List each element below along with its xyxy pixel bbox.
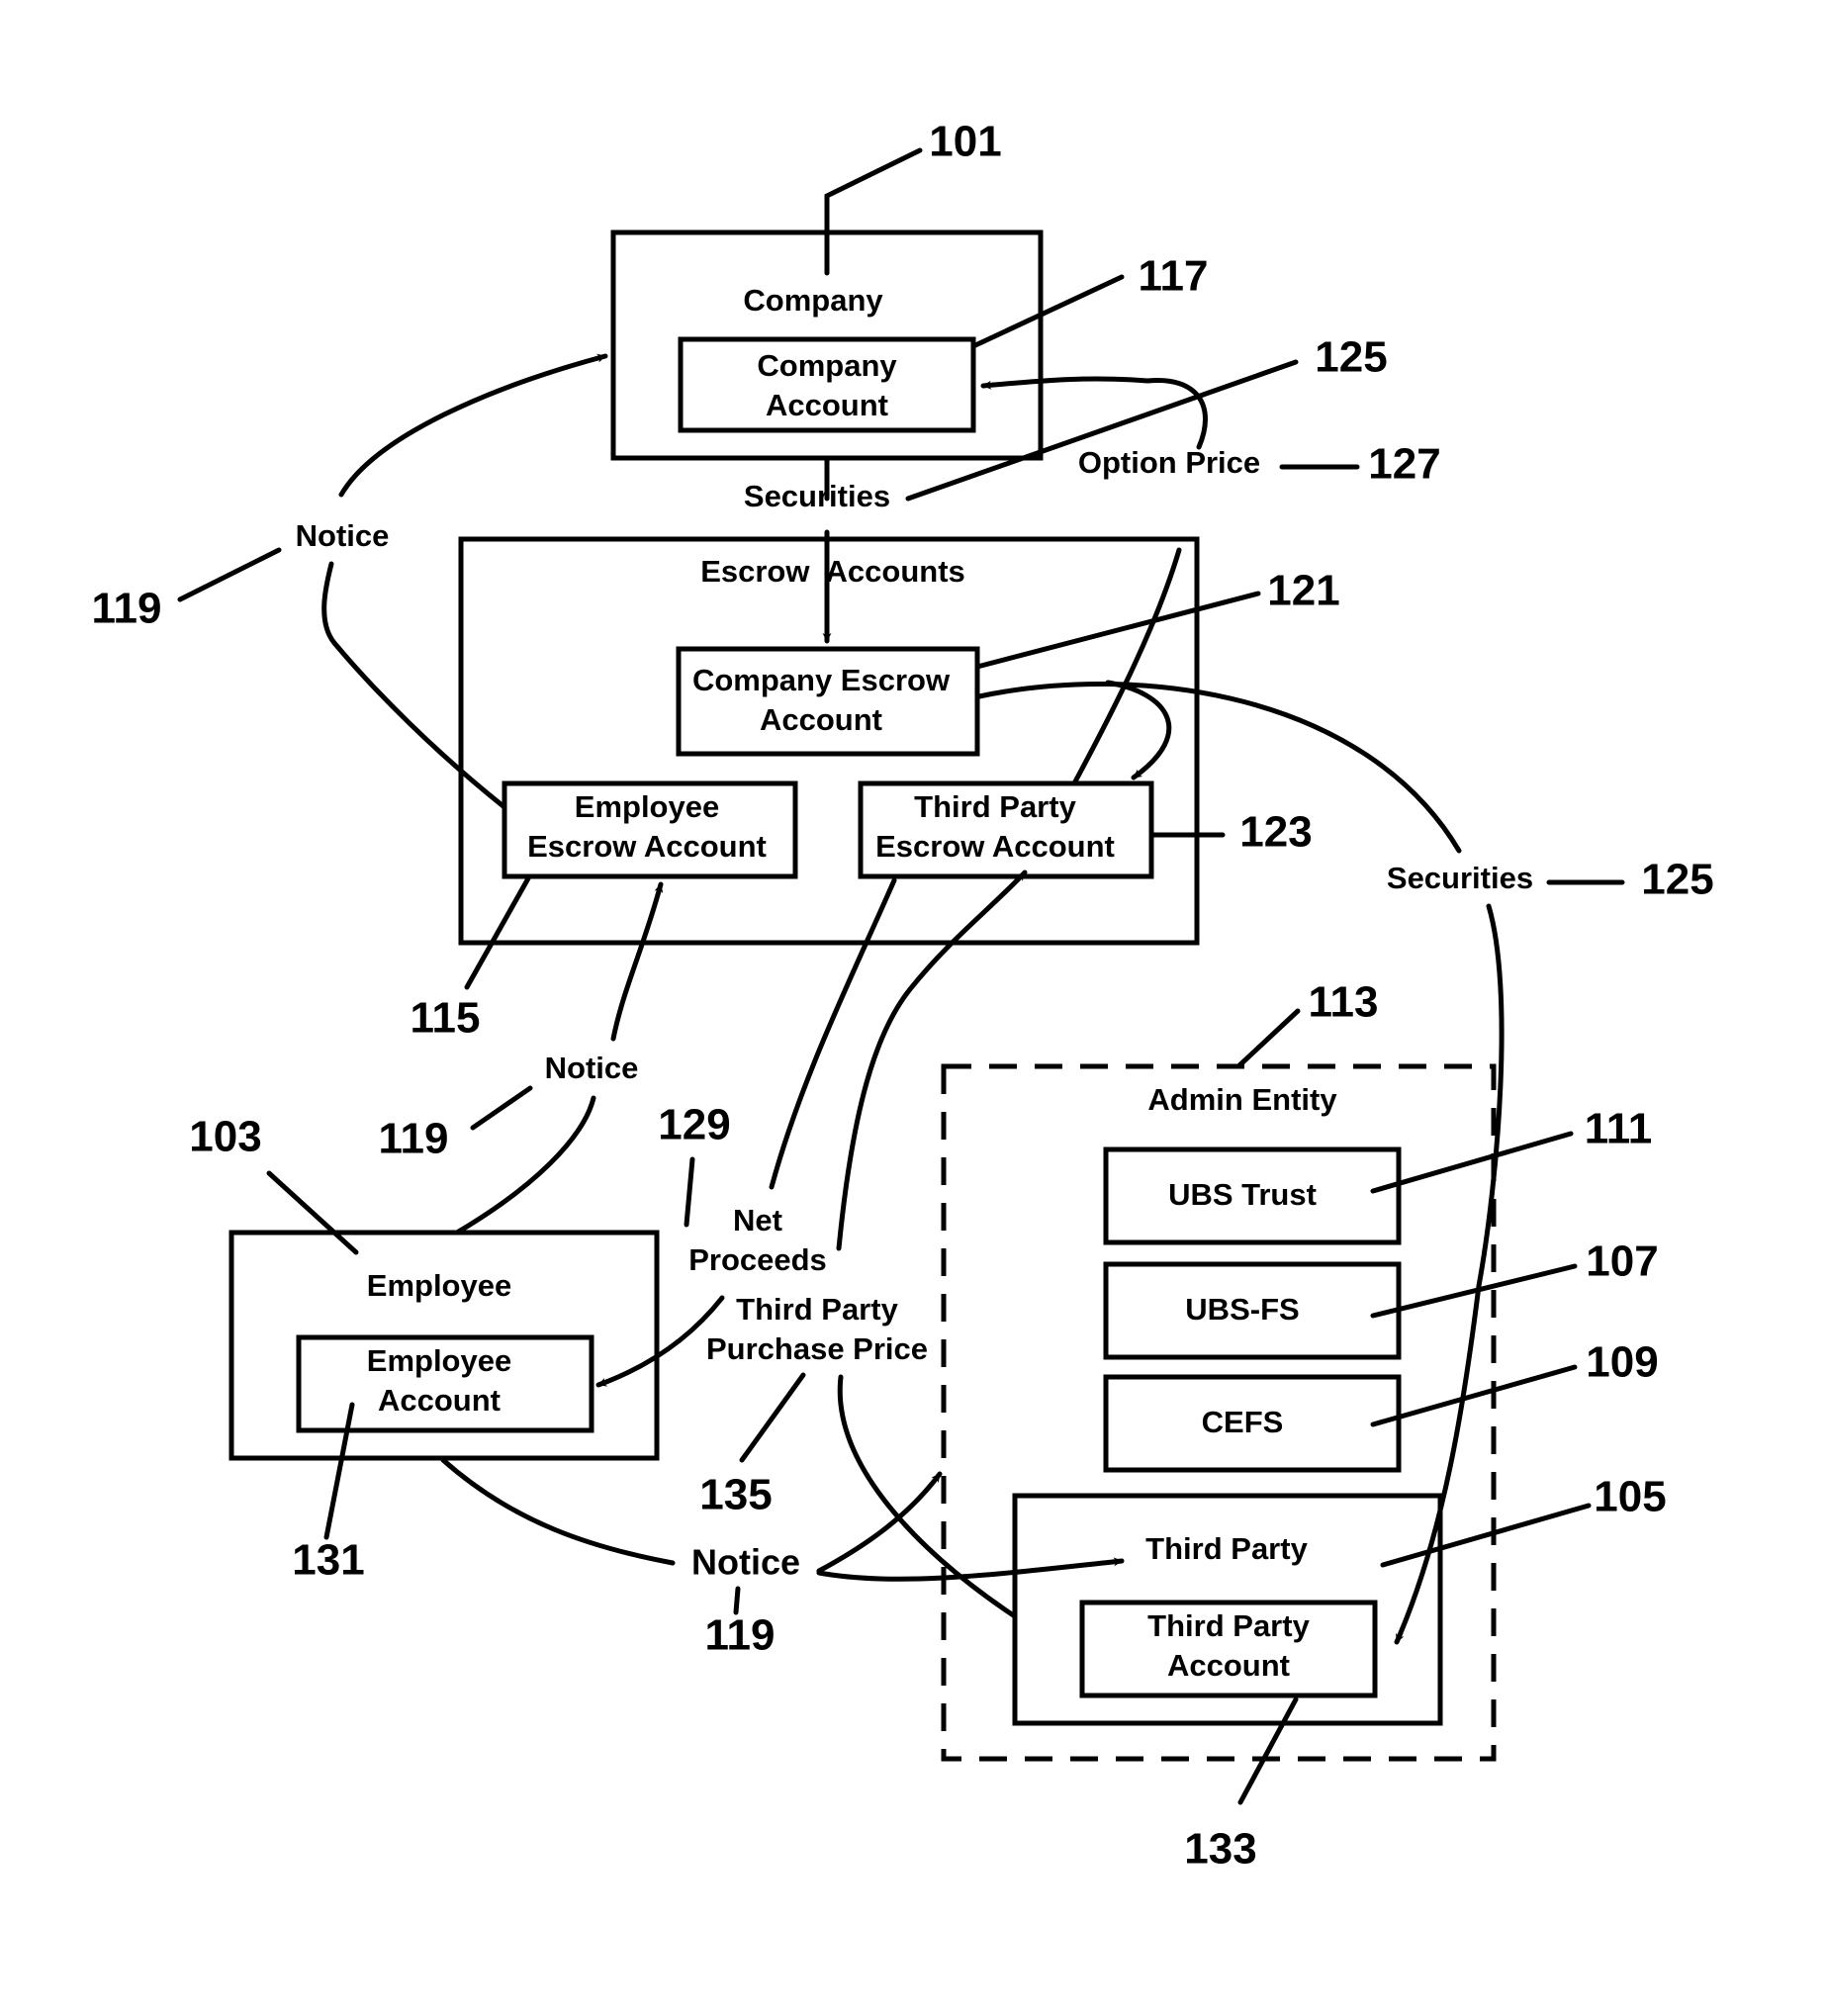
ref-113: 113: [1309, 978, 1379, 1027]
ref-135: 135: [699, 1471, 772, 1519]
notice-left-label: Notice: [296, 518, 390, 553]
ref-125-top: 125: [1315, 333, 1387, 382]
purchase-price-label-2: Purchase Price: [706, 1331, 928, 1366]
leader-101: [827, 150, 920, 273]
third-party-escrow-label-1: Third Party: [914, 789, 1076, 824]
leader-109: [1373, 1367, 1575, 1424]
leader-119-bottom: [736, 1589, 738, 1612]
leader-103: [269, 1173, 356, 1252]
ref-117: 117: [1139, 252, 1209, 301]
leader-131: [326, 1405, 352, 1537]
company-escrow-label-1: Company Escrow: [692, 663, 951, 697]
notice-bottom-line: [443, 1460, 673, 1563]
ref-129: 129: [658, 1101, 730, 1149]
third-party-label: Third Party: [1145, 1531, 1308, 1566]
leader-119-mid: [473, 1088, 530, 1128]
leader-133: [1240, 1699, 1296, 1802]
purchase-price-label-1: Third Party: [736, 1292, 898, 1327]
leader-113: [1238, 1011, 1298, 1066]
ref-125-right: 125: [1641, 856, 1713, 904]
employee-label: Employee: [367, 1268, 511, 1303]
ubs-fs-label: UBS-FS: [1185, 1292, 1299, 1327]
leader-119-left: [180, 550, 279, 599]
employee-account-label-1: Employee: [367, 1343, 511, 1378]
option-price-label: Option Price: [1078, 445, 1260, 480]
ref-119-left: 119: [92, 585, 162, 633]
ref-111: 111: [1585, 1105, 1653, 1153]
cefs-label: CEFS: [1202, 1405, 1284, 1439]
notice-to-third-party-arrow: [819, 1561, 1122, 1579]
notice-mid-label: Notice: [545, 1051, 639, 1085]
net-proceeds-label-2: Proceeds: [688, 1242, 827, 1277]
securities-right-label: Securities: [1387, 861, 1533, 895]
ref-133: 133: [1184, 1825, 1256, 1874]
ubs-trust-label: UBS Trust: [1168, 1177, 1317, 1212]
notice-left-arrow: [324, 356, 605, 807]
third-party-account-label-1: Third Party: [1147, 1608, 1310, 1643]
option-price-arrow: [983, 379, 1206, 783]
notice-to-admin-arrow: [819, 1474, 940, 1571]
leader-111: [1373, 1134, 1571, 1191]
admin-entity-label: Admin Entity: [1147, 1082, 1337, 1117]
net-proceeds-label-1: Net: [733, 1203, 782, 1237]
ref-115: 115: [411, 994, 481, 1043]
ref-127: 127: [1368, 440, 1440, 489]
third-party-escrow-label-2: Escrow Account: [875, 829, 1115, 864]
employee-escrow-label-2: Escrow Account: [527, 829, 767, 864]
ref-131: 131: [292, 1536, 364, 1585]
company-label: Company: [743, 283, 883, 318]
company-account-label-1: Company: [757, 348, 897, 383]
leader-117: [973, 277, 1122, 346]
leader-121: [977, 594, 1258, 667]
ref-109: 109: [1586, 1338, 1658, 1387]
leader-135: [742, 1375, 803, 1460]
company-escrow-label-2: Account: [760, 702, 882, 737]
ref-123: 123: [1239, 808, 1312, 857]
employee-escrow-label-1: Employee: [575, 789, 719, 824]
ref-121: 121: [1267, 567, 1339, 615]
ref-103: 103: [189, 1113, 261, 1161]
purchase-price-arrow: [839, 872, 1025, 1616]
ref-119-bottom: 119: [705, 1611, 776, 1660]
escrow-accounts-label: Escrow Accounts: [700, 554, 965, 589]
ref-107: 107: [1586, 1237, 1658, 1286]
ref-119-mid: 119: [379, 1115, 449, 1163]
securities-top-label: Securities: [744, 479, 890, 513]
ref-101: 101: [929, 118, 1001, 166]
leader-105: [1383, 1506, 1589, 1565]
leader-115: [467, 878, 528, 987]
third-party-account-label-2: Account: [1167, 1648, 1290, 1683]
leader-129: [686, 1159, 692, 1225]
ref-105: 105: [1594, 1473, 1666, 1521]
employee-account-label-2: Account: [378, 1383, 501, 1418]
notice-bottom-label: Notice: [691, 1542, 800, 1583]
company-account-label-2: Account: [766, 388, 888, 422]
